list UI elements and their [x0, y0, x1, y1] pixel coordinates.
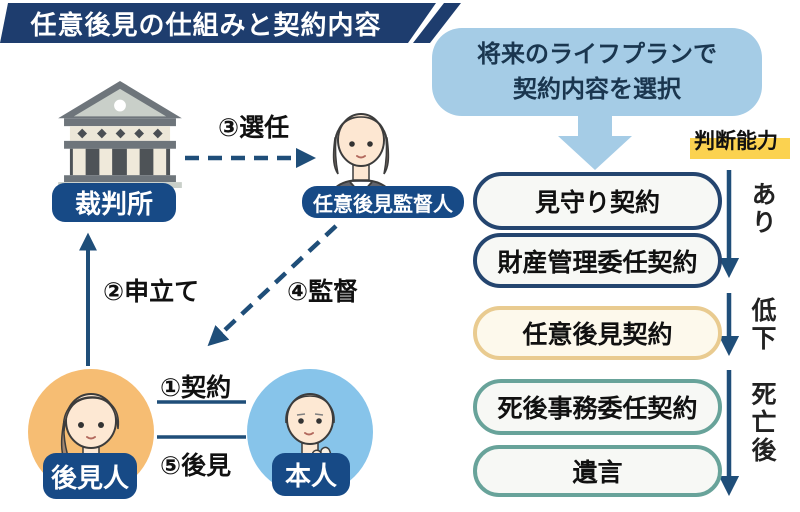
contract-pill-zaisan: 財産管理委任契約 — [473, 233, 722, 288]
principal-badge: 本人 — [272, 453, 350, 496]
callout-line1: 将来のライフプランで — [477, 41, 717, 68]
capacity-highlight — [690, 138, 790, 159]
courthouse-icon — [58, 80, 182, 188]
callout-bubble: 将来のライフプランで 契約内容を選択 — [432, 28, 762, 116]
supervisor-badge: 任意後見監督人 — [302, 186, 464, 218]
relation-appointment-label: ③選任 — [218, 114, 290, 142]
stage-label-shibogo: 死亡後 — [748, 381, 776, 465]
contract-pill-mimamori: 見守り契約 — [473, 172, 722, 230]
contract-pill-ninikoken: 任意後見契約 — [473, 306, 722, 360]
stage-label-ari: あり — [748, 181, 776, 237]
relation-supervision-label: ④監督 — [287, 278, 359, 306]
callout-line2: 契約内容を選択 — [513, 76, 681, 103]
big-down-arrow-icon — [558, 110, 632, 170]
capacity-label: 判断能力 — [694, 130, 778, 153]
guardian-badge: 後見人 — [43, 453, 137, 499]
relation-petition-label: ②申立て — [103, 278, 200, 306]
page-title: 任意後見の仕組みと契約内容 — [30, 9, 382, 40]
contract-pill-shigojimu: 死後事務委任契約 — [473, 379, 722, 435]
court-badge: 裁判所 — [52, 183, 176, 222]
relation-contract-label: ①契約 — [160, 374, 232, 402]
contract-pill-yuigon: 遺言 — [473, 445, 722, 497]
stage-label-teika: 低下 — [748, 297, 776, 353]
title-banner-shape — [0, 3, 461, 43]
relation-guardianship-label: ⑤後見 — [160, 452, 232, 480]
